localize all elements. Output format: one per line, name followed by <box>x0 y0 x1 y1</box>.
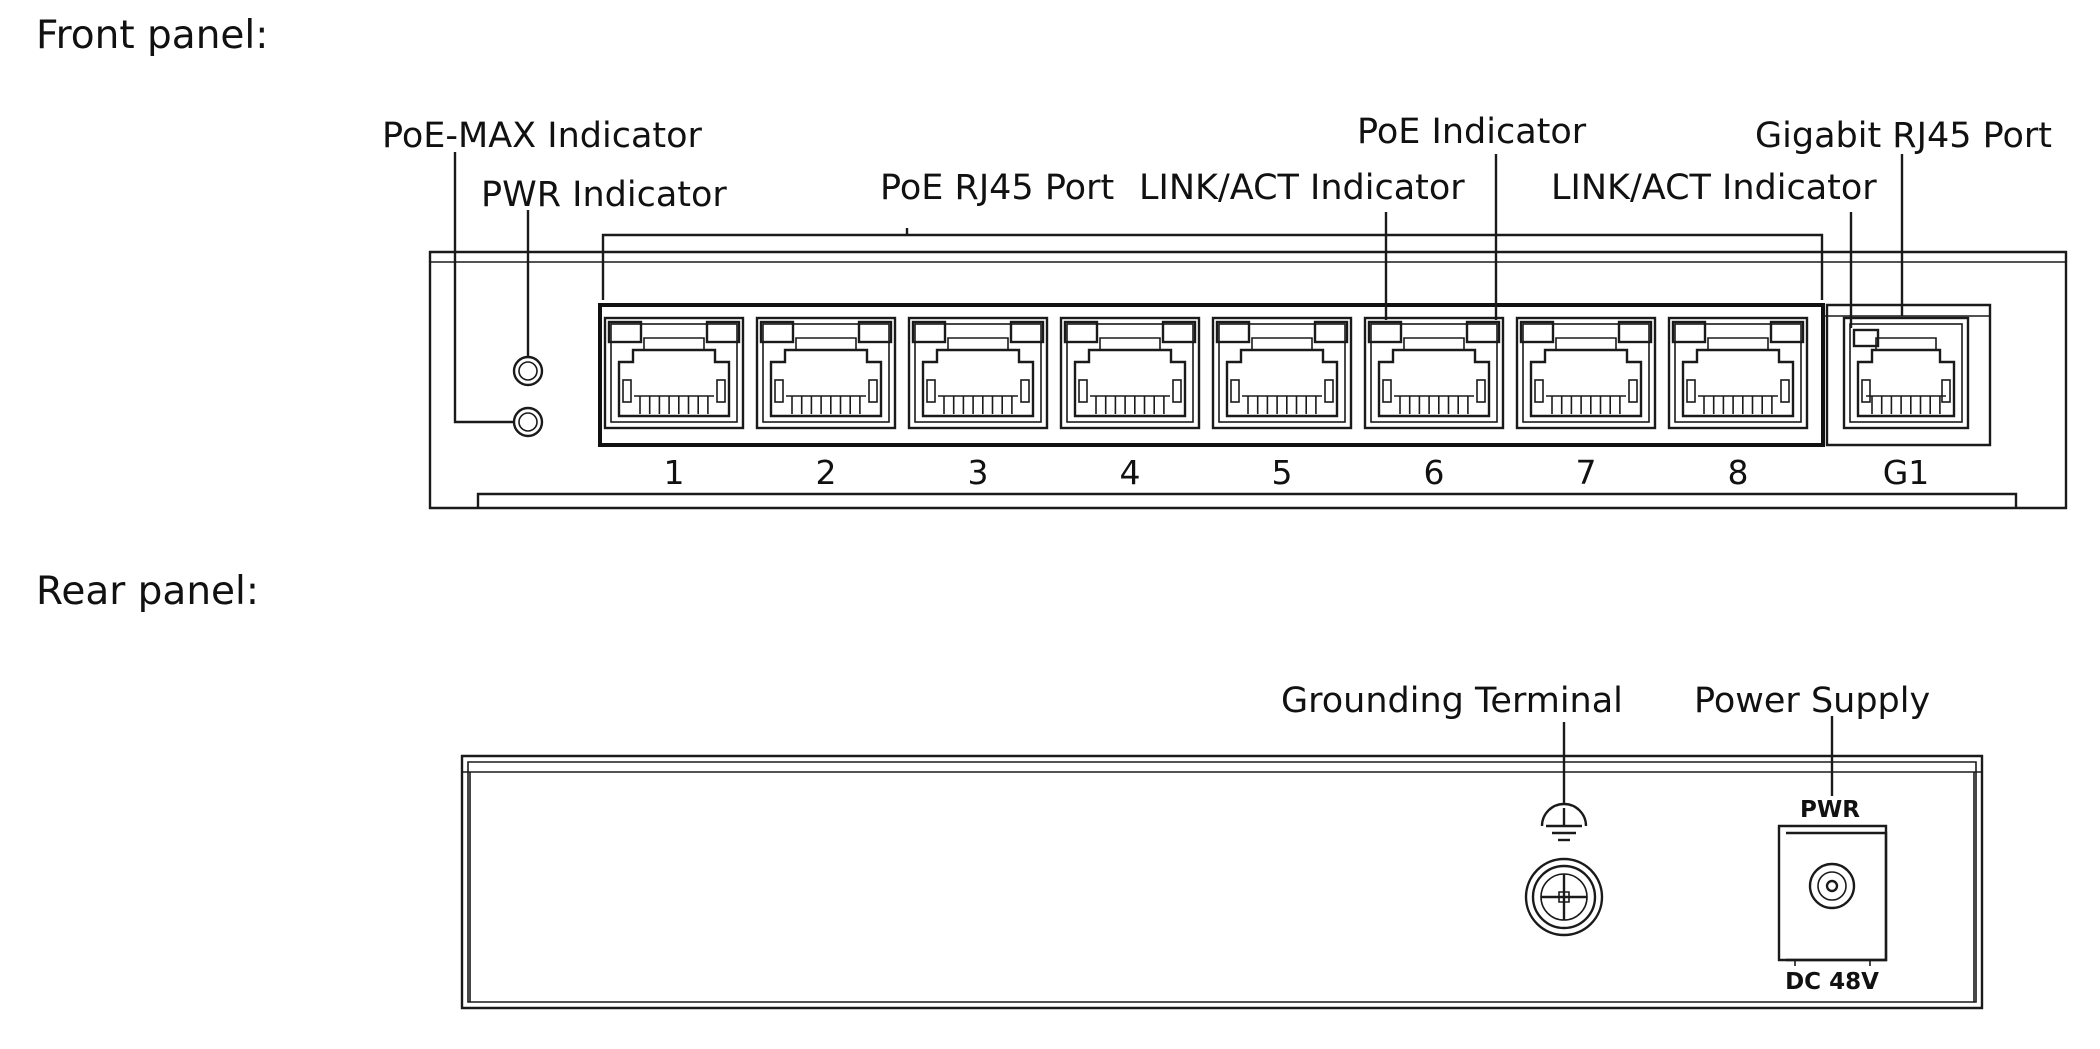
poe-rj45-port <box>755 316 897 430</box>
front-panel-heading: Front panel: <box>36 13 268 58</box>
link-act-indicator-gigabit-label: LINK/ACT Indicator <box>1551 168 1877 208</box>
rj45-port-array: 1 2 3 4 5 6 7 8 G1 <box>603 316 1970 492</box>
power-label-top: PWR <box>1800 797 1860 823</box>
poe-rj45-port <box>1515 316 1657 430</box>
port-number-label: 3 <box>968 453 989 492</box>
rear-panel-chassis <box>460 754 1984 1010</box>
pwr-indicator-led <box>512 355 544 387</box>
poe-led <box>911 320 947 344</box>
poe-led <box>1671 320 1707 344</box>
link-act-led <box>857 320 893 344</box>
port-number-label: 2 <box>816 453 837 492</box>
poe-rj45-port <box>1059 316 1201 430</box>
link-act-led <box>1009 320 1045 344</box>
grounding-symbol-icon <box>1540 802 1588 842</box>
gigabit-rj45-port-label: Gigabit RJ45 Port <box>1755 116 2052 156</box>
poe-led <box>607 320 643 344</box>
link-act-led <box>1617 320 1653 344</box>
link-act-led <box>1852 328 1880 348</box>
grounding-terminal-screw <box>1524 857 1604 937</box>
power-label-bottom: DC 48V <box>1785 969 1879 995</box>
port-number-label: 7 <box>1576 453 1597 492</box>
pwr-indicator-label: PWR Indicator <box>481 175 727 215</box>
port-number-label: 8 <box>1728 453 1749 492</box>
poe-led <box>759 320 795 344</box>
link-act-led <box>1161 320 1197 344</box>
poe-led <box>1519 320 1555 344</box>
poe-rj45-port <box>1363 316 1505 430</box>
poe-indicator-label: PoE Indicator <box>1357 112 1587 152</box>
power-supply-label: Power Supply <box>1694 681 1930 721</box>
power-supply-jack <box>1777 824 1888 966</box>
link-act-led <box>1313 320 1349 344</box>
poe-rj45-port <box>603 316 745 430</box>
poe-rj45-port <box>907 316 1049 430</box>
front-panel-chassis <box>428 250 2068 510</box>
rear-callout-lines <box>1562 716 1834 804</box>
link-act-indicator-label: LINK/ACT Indicator <box>1139 168 1465 208</box>
port-number-label: 1 <box>664 453 685 492</box>
poe-rj45-port <box>1211 316 1353 430</box>
gigabit-rj45-port <box>1842 316 1970 430</box>
link-act-led <box>1769 320 1805 344</box>
port-number-label: 4 <box>1120 453 1141 492</box>
poe-rj45-port-label: PoE RJ45 Port <box>880 168 1114 208</box>
port-number-label: 5 <box>1272 453 1293 492</box>
link-act-led <box>1465 320 1501 344</box>
front-callout-lines <box>453 152 1904 424</box>
port-number-label: 6 <box>1424 453 1445 492</box>
poe-rj45-port <box>1667 316 1809 430</box>
poe-max-indicator-led <box>512 406 544 438</box>
port-block <box>598 303 1992 447</box>
poe-led <box>1063 320 1099 344</box>
port-number-label: G1 <box>1883 453 1930 492</box>
rear-panel-heading: Rear panel: <box>36 569 259 614</box>
link-act-led <box>705 320 741 344</box>
grounding-terminal-label: Grounding Terminal <box>1281 681 1623 721</box>
poe-led <box>1367 320 1403 344</box>
poe-led <box>1215 320 1251 344</box>
poe-max-indicator-label: PoE-MAX Indicator <box>382 116 703 156</box>
